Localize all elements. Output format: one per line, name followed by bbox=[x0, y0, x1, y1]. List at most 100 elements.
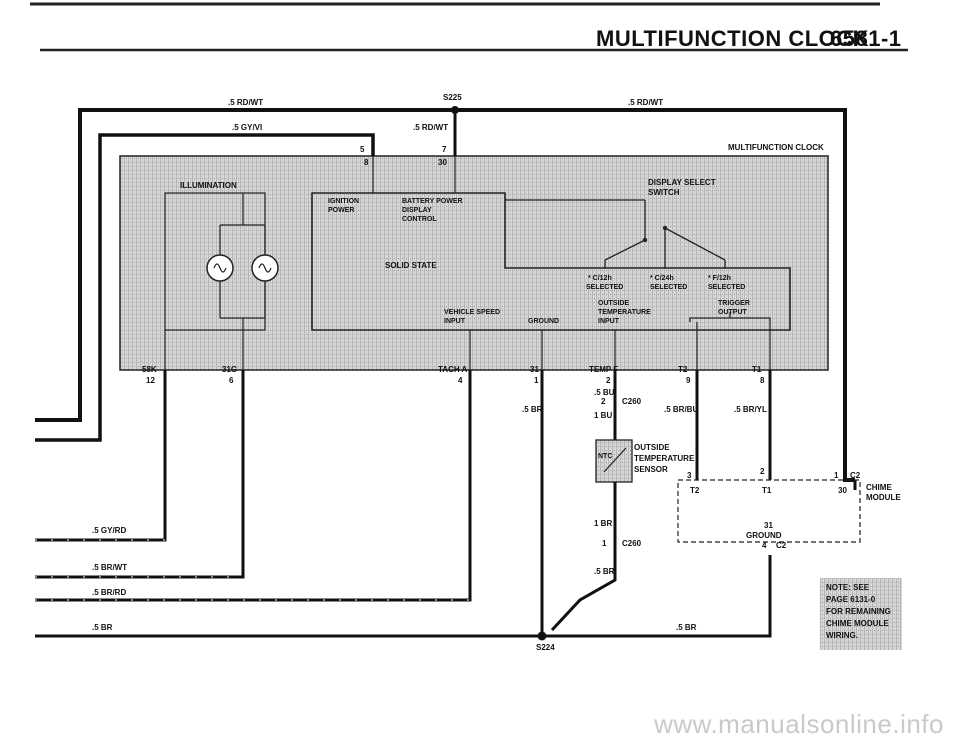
note-text: WIRING. bbox=[826, 631, 858, 640]
pin-label: 3 bbox=[687, 471, 692, 480]
pin-label: 9 bbox=[686, 376, 691, 385]
pin-label: T1 bbox=[762, 486, 772, 495]
wire-label: .5 BR bbox=[676, 623, 697, 632]
switch-icon bbox=[505, 199, 726, 268]
splice-bottom bbox=[537, 631, 547, 641]
wire-label: .5 RD/WT bbox=[228, 98, 263, 107]
wire-label: .5 BR/WT bbox=[92, 563, 127, 572]
wire-label: .5 BR bbox=[522, 405, 543, 414]
mode-label: SELECTED bbox=[708, 284, 745, 291]
wire-label: .5 BR bbox=[594, 567, 615, 576]
trigger-label: TRIGGER bbox=[718, 300, 750, 307]
pin-label: 12 bbox=[146, 376, 155, 385]
illumination-label: ILLUMINATION bbox=[180, 181, 237, 190]
splice-label: S225 bbox=[443, 93, 462, 102]
wire-label: .5 BR/YL bbox=[734, 405, 767, 414]
pin-label: 58K bbox=[142, 365, 157, 374]
wire-label: .5 RD/WT bbox=[413, 123, 448, 132]
connector-label: C260 bbox=[622, 397, 642, 406]
chime-label: MODULE bbox=[866, 493, 901, 502]
pin-label: 2 bbox=[601, 397, 606, 406]
switch-label: SWITCH bbox=[648, 188, 680, 197]
pin-label: GROUND bbox=[746, 531, 782, 540]
note-text: FOR REMAINING bbox=[826, 607, 891, 616]
pin-label: 7 bbox=[442, 145, 447, 154]
switch-label: DISPLAY SELECT bbox=[648, 178, 716, 187]
wire-label: 1 BR bbox=[594, 519, 612, 528]
connector-label: C2 bbox=[776, 541, 787, 550]
pin-label: 1 bbox=[534, 376, 539, 385]
pin-label: T2 bbox=[678, 365, 688, 374]
pin-label: 30 bbox=[838, 486, 847, 495]
wire-label: .5 GY/VI bbox=[232, 123, 262, 132]
watermark: www.manualsonline.info bbox=[654, 709, 944, 739]
pin-label: 31G bbox=[222, 365, 237, 374]
speed-label: VEHICLE SPEED bbox=[444, 309, 500, 316]
connector-label: C2 bbox=[850, 471, 861, 480]
pin-label: 4 bbox=[762, 541, 767, 550]
pin-label: TEMP F bbox=[589, 365, 618, 374]
wire-label: .5 BR/BU bbox=[664, 405, 698, 414]
mode-label: SELECTED bbox=[650, 284, 687, 291]
title-text: MULTIFUNCTION CLOCK bbox=[596, 26, 870, 51]
note-text: PAGE 6131-0 bbox=[826, 595, 876, 604]
note-box bbox=[820, 578, 902, 650]
pin-label: 31 bbox=[764, 521, 773, 530]
battery-label: DISPLAY bbox=[402, 207, 432, 214]
sensor-label: TEMPERATURE bbox=[634, 454, 695, 463]
temp-input-label: INPUT bbox=[598, 318, 620, 325]
pin-label: 6 bbox=[229, 376, 234, 385]
pin-label: 1 bbox=[834, 471, 839, 480]
connector-label: C260 bbox=[622, 539, 642, 548]
wire-label: 1 BU bbox=[594, 411, 612, 420]
solid-state-box bbox=[311, 192, 791, 331]
pin-label: 8 bbox=[364, 158, 369, 167]
mode-label: SELECTED bbox=[586, 284, 623, 291]
note-text: NOTE: SEE bbox=[826, 583, 870, 592]
lamp-icon bbox=[206, 193, 279, 319]
pin-label: 30 bbox=[438, 158, 447, 167]
ntc-label: NTC bbox=[598, 453, 612, 460]
pin-label: 2 bbox=[760, 467, 765, 476]
pin-label: 2 bbox=[606, 376, 611, 385]
ground-label: GROUND bbox=[528, 318, 559, 325]
splice-label: S224 bbox=[536, 643, 555, 652]
wire-br-ground bbox=[35, 555, 772, 638]
pin-label: T2 bbox=[690, 486, 700, 495]
splice-top bbox=[451, 106, 459, 114]
page-number-text: 6581-1 bbox=[830, 26, 902, 51]
pin-label: 8 bbox=[760, 376, 765, 385]
pin-label: 31 bbox=[530, 365, 539, 374]
wire-gy-vi bbox=[35, 133, 375, 442]
wire-label: .5 BR bbox=[92, 623, 113, 632]
mode-label: * F/12h bbox=[708, 275, 731, 282]
battery-label: CONTROL bbox=[402, 216, 437, 223]
temp-input-label: OUTSIDE bbox=[598, 300, 629, 307]
chime-module-box bbox=[677, 479, 861, 543]
note-text: CHIME MODULE bbox=[826, 619, 889, 628]
pin-label: 4 bbox=[458, 376, 463, 385]
temp-input-label: TEMPERATURE bbox=[598, 309, 651, 316]
component-label: MULTIFUNCTION CLOCK bbox=[728, 143, 824, 152]
sensor-label: SENSOR bbox=[634, 465, 668, 474]
pin-label: T1 bbox=[752, 365, 762, 374]
pin-label: 5 bbox=[360, 145, 365, 154]
wire-label: .5 RD/WT bbox=[628, 98, 663, 107]
mode-label: * C/12h bbox=[588, 275, 612, 282]
sensor-label: OUTSIDE bbox=[634, 443, 670, 452]
wire-label: .5 GY/RD bbox=[92, 526, 126, 535]
ignition-label: POWER bbox=[328, 207, 354, 214]
page-title: MULTIFUNCTION CLOCK bbox=[596, 26, 869, 52]
speed-label: INPUT bbox=[444, 318, 466, 325]
battery-label: BATTERY POWER bbox=[402, 198, 463, 205]
ignition-label: IGNITION bbox=[328, 198, 359, 205]
page-number: 6581-1 bbox=[830, 26, 902, 52]
wire-label: .5 BR/RD bbox=[92, 588, 126, 597]
chime-label: CHIME bbox=[866, 483, 892, 492]
wire-label: .5 BU bbox=[594, 388, 615, 397]
trigger-label: OUTPUT bbox=[718, 309, 748, 316]
solid-state-label: SOLID STATE bbox=[385, 261, 437, 270]
pin-label: 1 bbox=[602, 539, 607, 548]
